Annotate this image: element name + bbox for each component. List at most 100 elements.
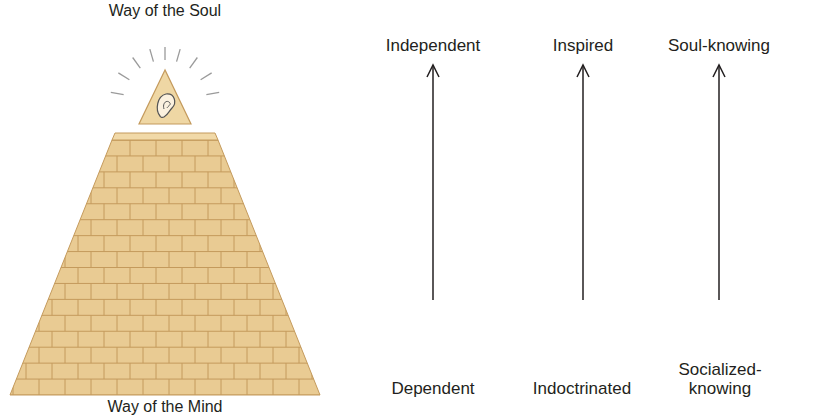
- brick-line: [0, 395, 330, 396]
- light-ray: [150, 49, 154, 61]
- brick-joint: [260, 331, 261, 347]
- brick-joint: [117, 156, 118, 172]
- brick-joint: [39, 252, 40, 268]
- brick-joint: [130, 363, 131, 379]
- brick-joint: [26, 268, 27, 284]
- brick-joint: [247, 220, 248, 236]
- capstone: [139, 70, 191, 124]
- brick-line: [0, 283, 330, 284]
- brick-joint: [65, 379, 66, 395]
- node-text: Inspired: [553, 36, 613, 55]
- light-ray: [201, 73, 212, 80]
- brick-joint: [104, 172, 105, 188]
- brick-joint: [91, 347, 92, 363]
- brick-joint: [104, 140, 105, 156]
- brick-joint: [273, 188, 274, 204]
- brick-joint: [117, 379, 118, 395]
- brick-joint: [156, 204, 157, 220]
- brick-joint: [312, 268, 313, 284]
- light-ray: [111, 92, 124, 94]
- brick-joint: [312, 331, 313, 347]
- brick-joint: [221, 379, 222, 395]
- arrow-connector: [718, 65, 720, 300]
- brick-joint: [13, 252, 14, 268]
- brick-joint: [208, 268, 209, 284]
- brick-joint: [169, 156, 170, 172]
- brick-joint: [169, 379, 170, 395]
- brick-joint: [39, 347, 40, 363]
- brick-joint: [130, 331, 131, 347]
- brick-joint: [52, 363, 53, 379]
- brick-joint: [247, 283, 248, 299]
- brick-joint: [182, 331, 183, 347]
- brick-joint: [260, 236, 261, 252]
- brick-joint: [13, 379, 14, 395]
- brick-joint: [169, 347, 170, 363]
- brick-joint: [195, 379, 196, 395]
- brick-line: [0, 267, 330, 268]
- brick-joint: [182, 172, 183, 188]
- brick-joint: [273, 379, 274, 395]
- brick-joint: [312, 363, 313, 379]
- brick-joint: [195, 220, 196, 236]
- brick-joint: [13, 188, 14, 204]
- brick-joint: [299, 347, 300, 363]
- brick-joint: [169, 283, 170, 299]
- brick-joint: [39, 220, 40, 236]
- brick-joint: [312, 172, 313, 188]
- brick-joint: [208, 236, 209, 252]
- light-ray: [164, 47, 165, 60]
- brick-joint: [0, 236, 1, 252]
- brick-joint: [221, 252, 222, 268]
- pyramid-caption: Way of the Mind: [107, 398, 222, 416]
- brick-joint: [286, 172, 287, 188]
- text-node: Socialized-knowing: [670, 300, 770, 398]
- brick-joint: [52, 331, 53, 347]
- brick-joint: [299, 188, 300, 204]
- brick-joint: [208, 363, 209, 379]
- brick-joint: [130, 268, 131, 284]
- brick-joint: [104, 236, 105, 252]
- brick-joint: [117, 188, 118, 204]
- brick-joint: [234, 236, 235, 252]
- brick-joint: [65, 283, 66, 299]
- brick-joint: [78, 140, 79, 156]
- brick-line: [0, 315, 330, 316]
- brick-joint: [52, 140, 53, 156]
- brick-joint: [325, 283, 326, 299]
- brick-joint: [143, 315, 144, 331]
- brick-joint: [325, 252, 326, 268]
- brick-joint: [143, 156, 144, 172]
- brick-joint: [286, 268, 287, 284]
- brick-joint: [130, 140, 131, 156]
- brick-joint: [156, 299, 157, 315]
- brick-joint: [52, 299, 53, 315]
- brick-joint: [221, 315, 222, 331]
- brick-joint: [260, 204, 261, 220]
- brick-joint: [104, 268, 105, 284]
- brick-joint: [286, 204, 287, 220]
- brick-joint: [26, 204, 27, 220]
- brick-joint: [130, 172, 131, 188]
- brick-joint: [221, 220, 222, 236]
- brick-joint: [52, 172, 53, 188]
- brick-joint: [273, 220, 274, 236]
- node-text: Soul-knowing: [668, 36, 770, 55]
- brick-joint: [65, 252, 66, 268]
- brick-joint: [78, 236, 79, 252]
- brick-joint: [325, 220, 326, 236]
- brick-joint: [234, 172, 235, 188]
- brick-joint: [273, 347, 274, 363]
- brick-joint: [26, 172, 27, 188]
- node-text: Socialized-knowing: [670, 360, 770, 398]
- brick-joint: [156, 363, 157, 379]
- light-ray: [190, 58, 198, 69]
- brick-joint: [195, 188, 196, 204]
- brick-joint: [312, 236, 313, 252]
- brick-joint: [78, 268, 79, 284]
- brick-joint: [325, 156, 326, 172]
- brick-joint: [182, 268, 183, 284]
- brick-joint: [143, 220, 144, 236]
- brick-joint: [78, 299, 79, 315]
- brick-joint: [13, 156, 14, 172]
